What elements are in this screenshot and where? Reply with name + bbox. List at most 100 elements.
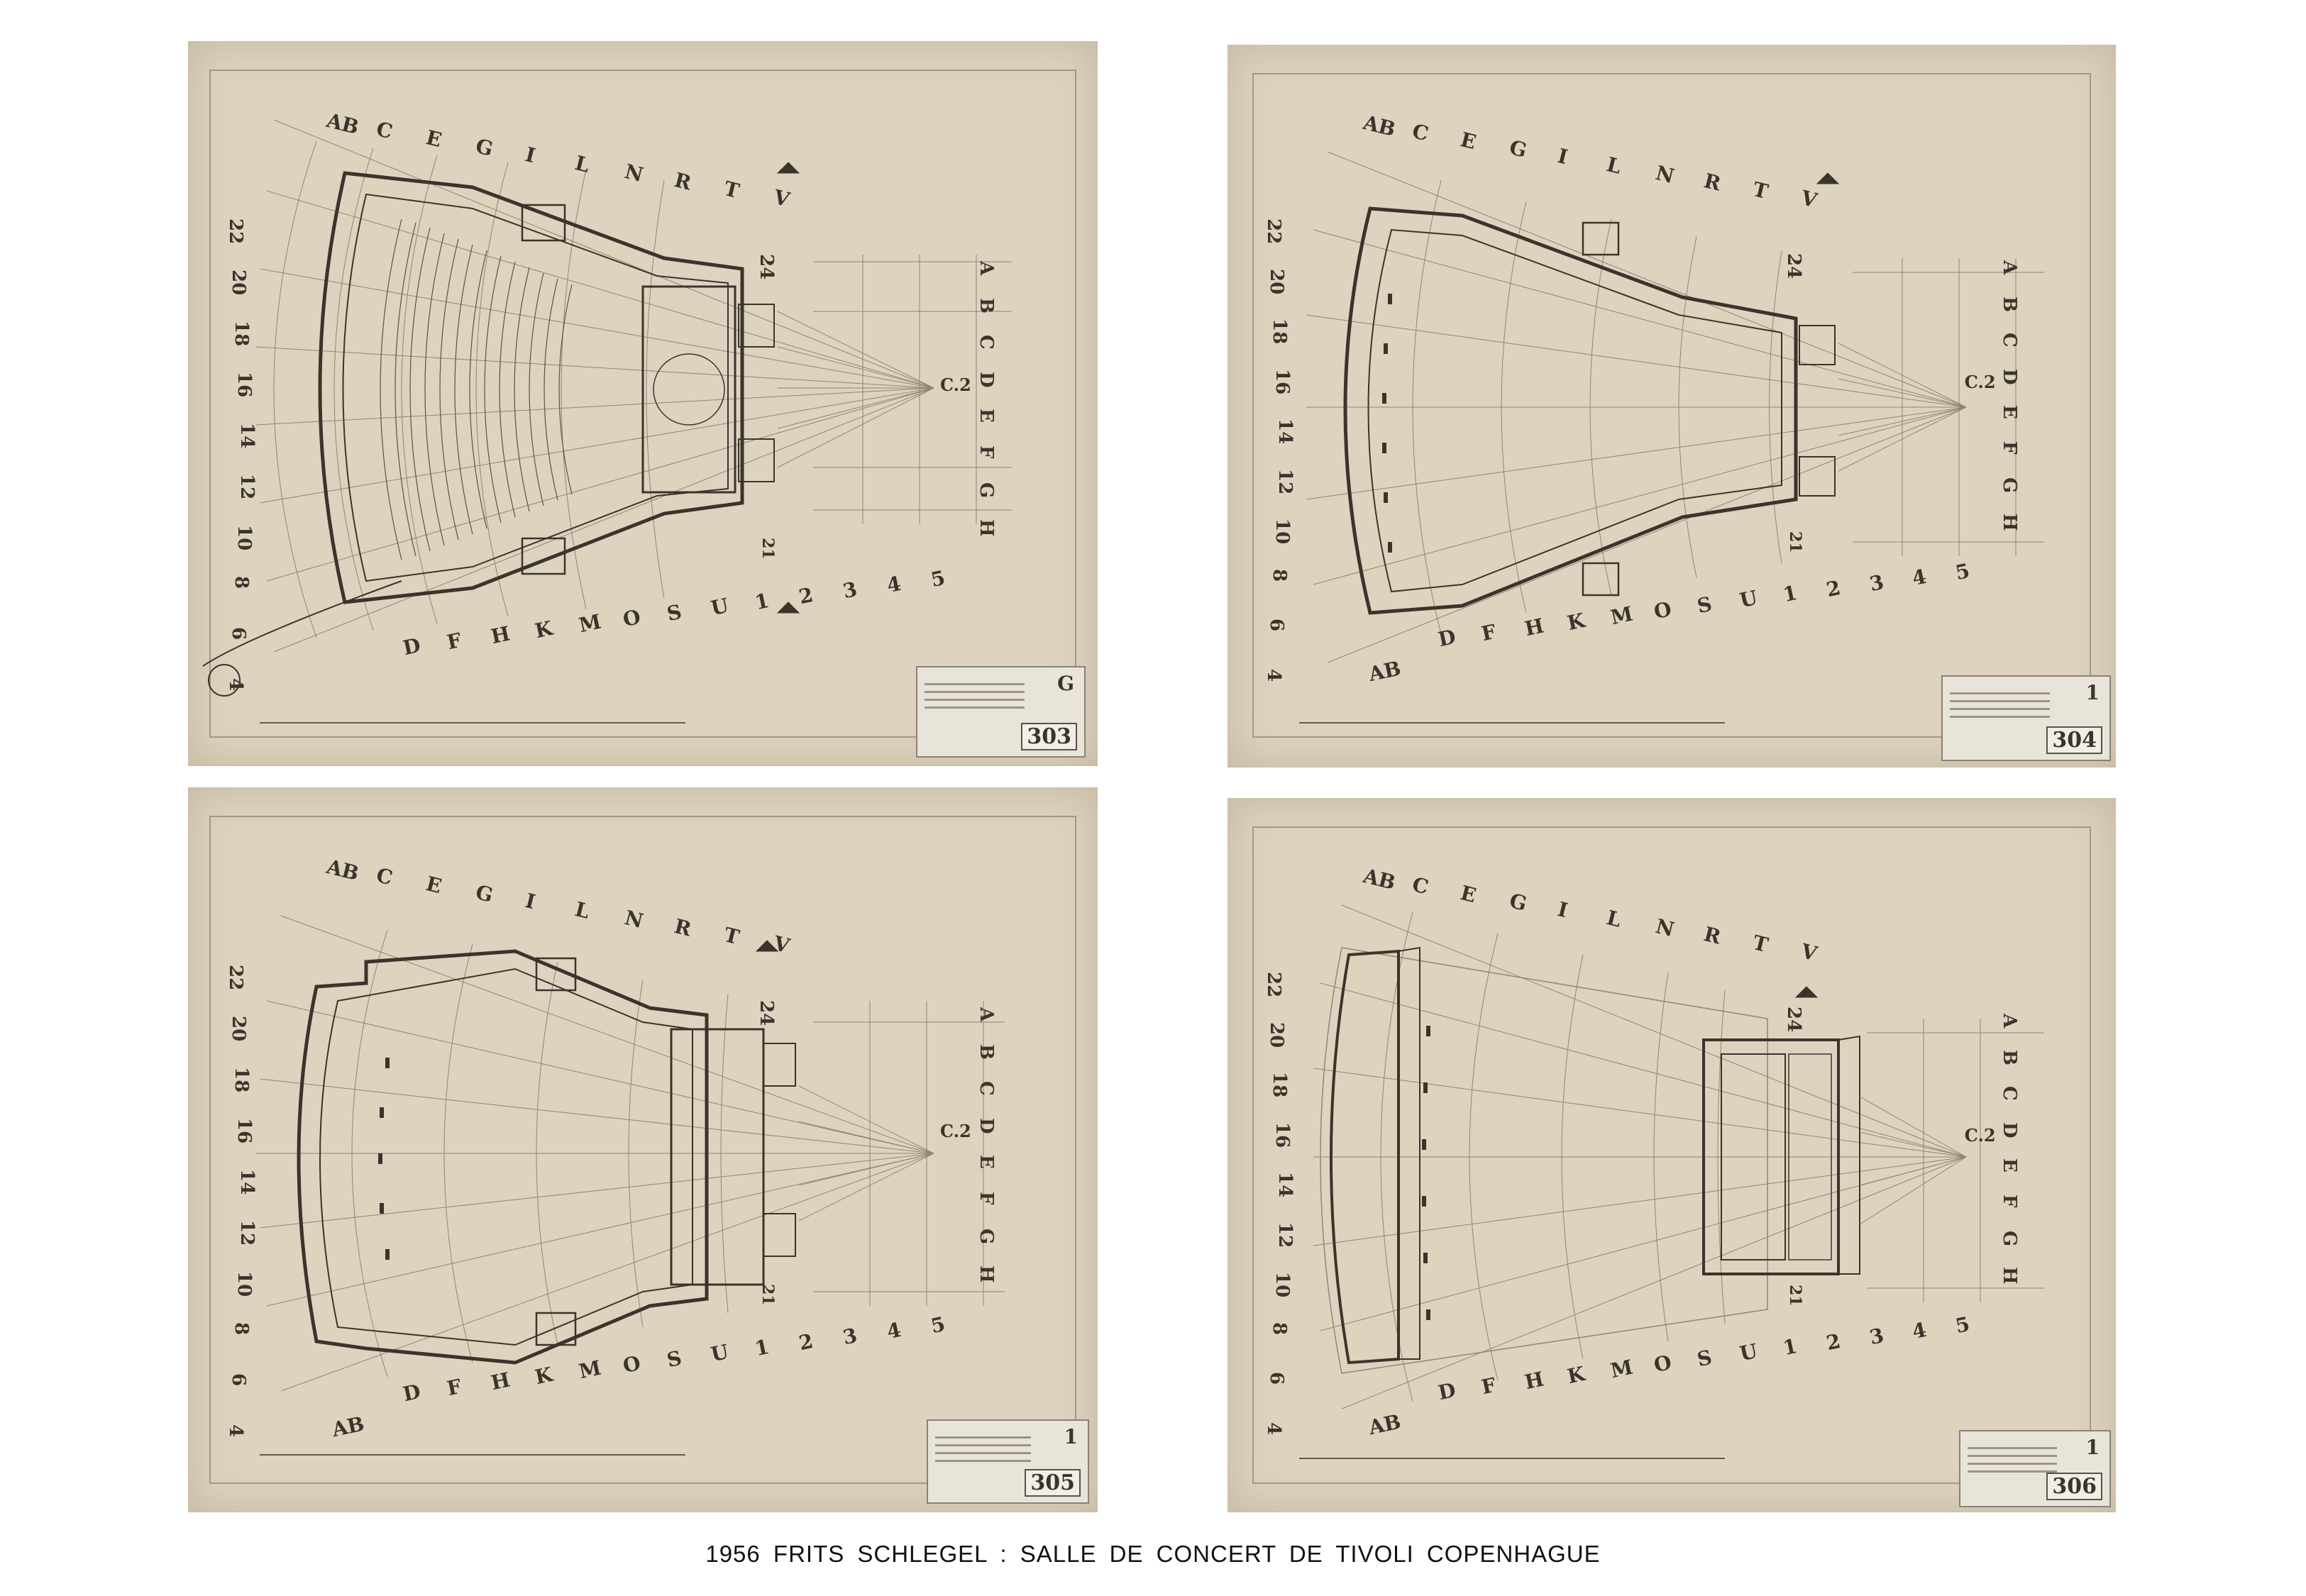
grid-letter-right: B	[976, 298, 997, 314]
drawing-sheet-305: 1 305	[188, 787, 1098, 1512]
grid-letter-right: H	[976, 519, 997, 537]
grid-number-left: 16	[1271, 368, 1293, 394]
grid-letter-right: E	[976, 409, 997, 423]
grid-number-left: 8	[231, 576, 252, 589]
grid-number-left: 10	[233, 525, 255, 551]
grid-number-left: 16	[233, 1118, 255, 1144]
grid-number-left: 20	[228, 270, 249, 296]
grid-number-left: 10	[1271, 1272, 1293, 1298]
drawing-sheet-303: G 303	[188, 41, 1098, 766]
grid-number-left: 14	[1274, 1172, 1296, 1198]
drawing-sheet-304: 1 304	[1228, 45, 2116, 767]
grid-letter-right: D	[1999, 1121, 2021, 1138]
grid-number-left: 22	[1263, 972, 1285, 998]
grid-number-left: 12	[1274, 1221, 1296, 1248]
grid-letter-bottom: M	[1609, 1355, 1635, 1383]
grid-number-left: 20	[1266, 1021, 1288, 1048]
grid-number-left: 4	[225, 1424, 246, 1438]
floor-plan-304	[1252, 73, 2091, 738]
grid-number-left: 12	[236, 1220, 258, 1246]
grid-number-left: 8	[1269, 568, 1291, 582]
grid-number-left: 20	[1266, 268, 1288, 294]
grid-number-left: 6	[1266, 1372, 1288, 1385]
sheet-letter: 1	[2085, 1436, 2100, 1459]
grid-number-left: 18	[231, 1067, 252, 1093]
sheet-number: 305	[1025, 1469, 1081, 1497]
title-block-303: G 303	[916, 666, 1086, 758]
grid-letter-right: F	[1999, 1194, 2021, 1208]
grid-letter-right: C	[976, 1081, 997, 1096]
grid-number-left: 18	[1269, 318, 1291, 345]
grid-number-left: 16	[233, 372, 255, 398]
grid-number-right: 21	[1786, 531, 1805, 553]
grid-letter-right: B	[1999, 1049, 2021, 1065]
grid-number-left: 14	[236, 1169, 258, 1195]
grid-number-right: 24	[756, 1000, 777, 1026]
grid-number-right: 21	[758, 538, 777, 560]
title-block-304: 1 304	[1941, 675, 2111, 761]
sheet-letter: 1	[2085, 681, 2100, 704]
grid-label-c2: C.2	[940, 1121, 971, 1141]
grid-letter-right: C	[1999, 1085, 2021, 1101]
grid-letter-right: F	[1999, 440, 2021, 455]
title-block-text-lines	[1950, 687, 2050, 724]
grid-number-left: 8	[1269, 1321, 1291, 1335]
grid-number-left: 14	[1274, 419, 1296, 445]
title-block-text-lines	[925, 677, 1025, 714]
grid-number-left: 22	[1263, 218, 1285, 245]
grid-number-left: 14	[236, 423, 258, 449]
grid-letter-right: G	[976, 1229, 997, 1245]
grid-letter-right: G	[1999, 477, 2021, 493]
grid-letter-right: H	[1999, 513, 2021, 531]
grid-letter-right: D	[976, 372, 997, 388]
grid-letter-right: A	[976, 1007, 997, 1022]
grid-letter-right: B	[1999, 296, 2021, 312]
grid-letter-right: A	[976, 261, 997, 276]
grid-letter-right: H	[976, 1265, 997, 1283]
sheet-letter: 1	[1064, 1425, 1078, 1448]
grid-letter-right: D	[976, 1118, 997, 1134]
grid-letter-right: B	[976, 1044, 997, 1060]
title-block-305: 1 305	[927, 1419, 1089, 1504]
grid-letter-right: A	[1999, 1013, 2021, 1028]
grid-number-left: 18	[231, 321, 252, 347]
grid-number-left: 10	[1271, 519, 1293, 545]
floor-plan-306	[1252, 826, 2091, 1484]
grid-number-left: 16	[1271, 1121, 1293, 1148]
grid-letter-bottom: M	[1609, 602, 1635, 630]
grid-label-c2: C.2	[1964, 1124, 1996, 1146]
grid-number-left: 4	[1263, 669, 1285, 682]
grid-number-right: 24	[1783, 1007, 1805, 1033]
page-caption: 1956 FRITS SCHLEGEL : SALLE DE CONCERT D…	[705, 1541, 1601, 1567]
grid-letter-right: C	[1999, 332, 2021, 348]
grid-number-left: 4	[1263, 1422, 1285, 1436]
grid-number-right: 21	[1786, 1285, 1805, 1307]
grid-letter-bottom: M	[577, 1356, 604, 1384]
floor-plan-303	[202, 70, 1076, 738]
title-block-text-lines	[935, 1431, 1031, 1468]
grid-number-left: 22	[225, 218, 246, 245]
grid-number-left: 4	[225, 678, 246, 692]
grid-number-left: 12	[1274, 468, 1296, 494]
grid-letter-right: D	[1999, 368, 2021, 385]
grid-number-left: 6	[228, 627, 249, 641]
sheet-number: 303	[1021, 723, 1077, 750]
grid-letter-right: G	[976, 482, 997, 499]
grid-number-left: 6	[228, 1373, 249, 1387]
grid-number-left: 18	[1269, 1072, 1291, 1098]
title-block-text-lines	[1968, 1441, 2057, 1478]
grid-letter-right: E	[1999, 404, 2021, 419]
grid-number-left: 12	[236, 474, 258, 500]
grid-letter-right: E	[1999, 1158, 2021, 1173]
grid-number-right: 24	[1783, 253, 1805, 279]
grid-letter-right: E	[976, 1155, 997, 1169]
grid-number-right: 24	[756, 254, 777, 280]
sheet-number: 306	[2046, 1473, 2102, 1500]
grid-letter-right: F	[976, 1192, 997, 1205]
grid-number-left: 20	[228, 1016, 249, 1042]
grid-letter-right: H	[1999, 1266, 2021, 1285]
grid-letter-right: G	[1999, 1230, 2021, 1246]
grid-label-c2: C.2	[940, 375, 971, 395]
grid-letter-right: C	[976, 335, 997, 350]
grid-number-left: 10	[233, 1271, 255, 1297]
